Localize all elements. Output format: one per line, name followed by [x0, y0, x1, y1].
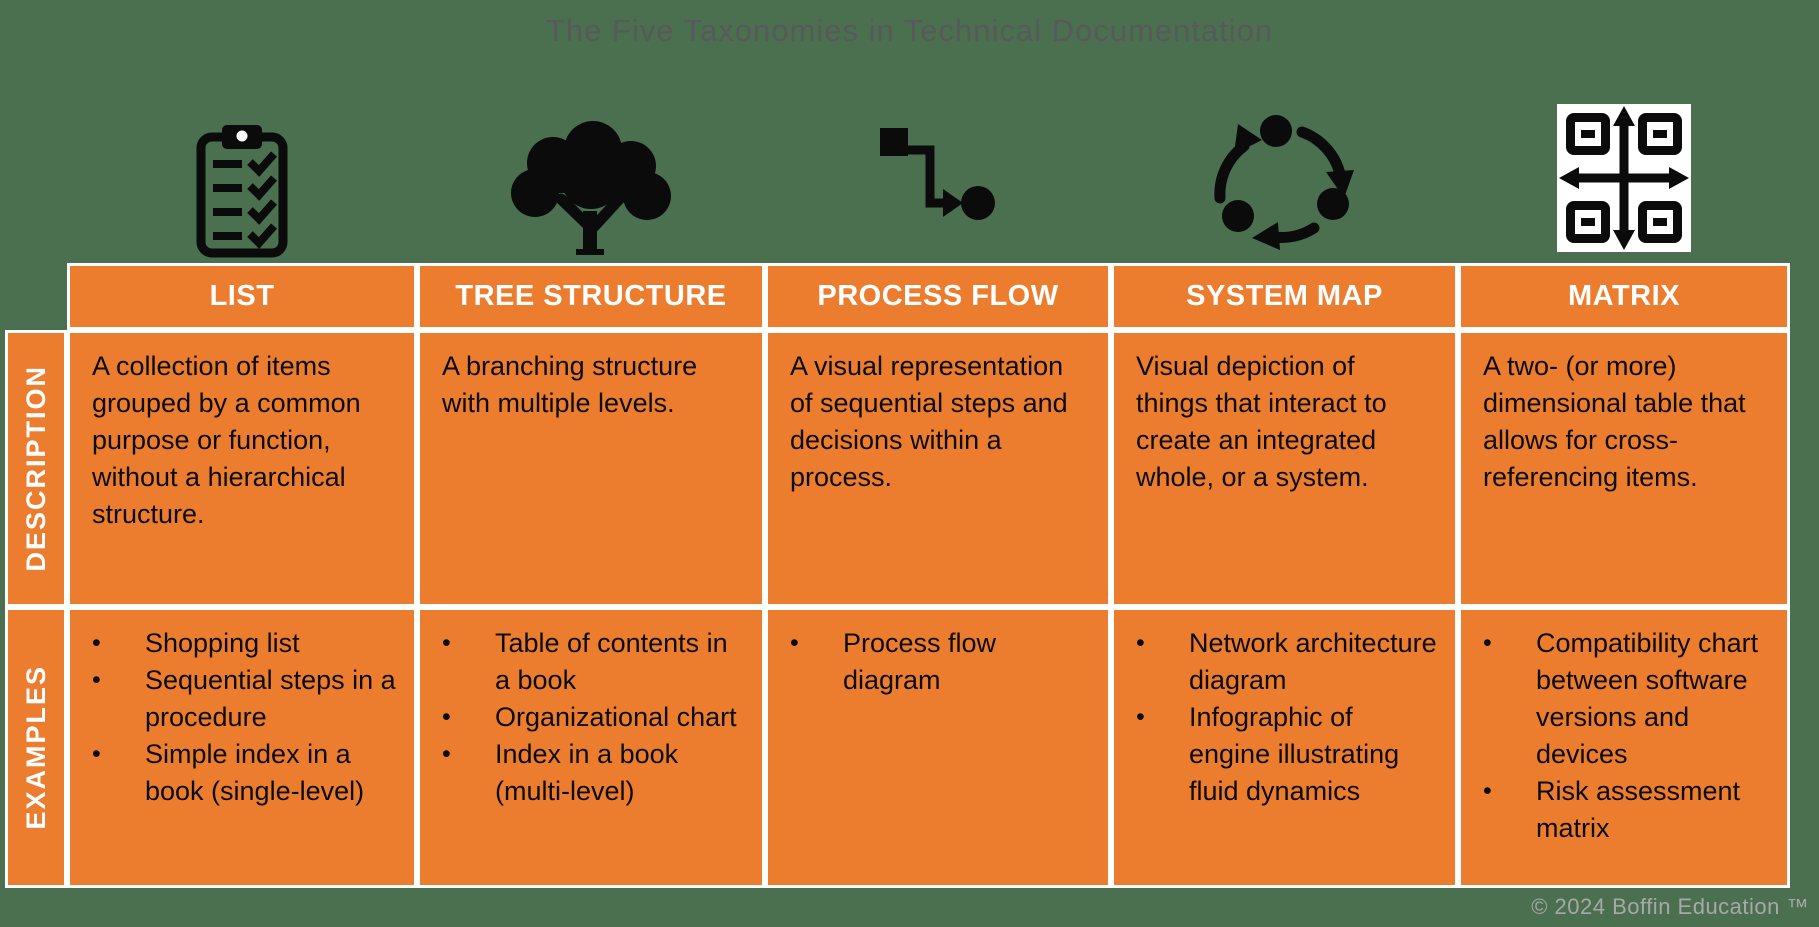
example-text: Shopping list — [145, 628, 300, 658]
column-header-system-map: SYSTEM MAP — [1111, 263, 1458, 330]
example-text: Process flow diagram — [843, 628, 997, 695]
process-flow-icon — [879, 126, 997, 226]
bullet-dot: • — [1483, 777, 1492, 805]
taxonomy-table: LIST TREE STRUCTURE PROCESS FLOW SYSTEM … — [5, 263, 1790, 888]
row-label-description-text: DESCRIPTION — [20, 365, 51, 572]
examples-cell-list: • Shopping list • Sequential steps in a pro… — [67, 607, 417, 888]
example-text: Compatibility chart between software ver… — [1536, 628, 1759, 769]
example-bullet-item: • Index in a book (multi-level) — [442, 736, 752, 810]
clipboard-checklist-icon — [196, 124, 288, 258]
example-text: Index in a book (multi-level) — [495, 739, 679, 806]
column-header-tree-structure: TREE STRUCTURE — [417, 263, 765, 330]
example-bullet-item: • Process flow diagram — [790, 625, 1098, 699]
bullet-dot: • — [92, 740, 101, 768]
description-cell-tree-structure: A branching structure with multiple leve… — [417, 330, 765, 607]
matrix-icon — [1557, 104, 1691, 252]
column-icons-row — [5, 95, 1790, 260]
example-bullet-item: • Table of contents in a book — [442, 625, 752, 699]
example-bullet-item: • Simple index in a book (single-level) — [92, 736, 404, 810]
bullet-dot: • — [442, 703, 451, 731]
example-bullet-item: • Network architecture diagram — [1136, 625, 1445, 699]
bullet-dot: • — [1136, 629, 1145, 657]
copyright-notice: © 2024 Boffin Education ™ — [1531, 894, 1809, 919]
column-header-process-flow: PROCESS FLOW — [765, 263, 1111, 330]
bullet-dot: • — [790, 629, 799, 657]
bullet-dot: • — [92, 629, 101, 657]
description-cell-process-flow: A visual representation of sequential st… — [765, 330, 1111, 607]
example-bullet-item: • Organizational chart — [442, 699, 752, 736]
row-label-description: DESCRIPTION — [5, 330, 67, 607]
example-text: Organizational chart — [495, 702, 737, 732]
bullet-dot: • — [1483, 629, 1492, 657]
example-bullet-item: • Compatibility chart between software ve… — [1483, 625, 1777, 773]
example-text: Simple index in a book (single-level) — [145, 739, 365, 806]
example-text: Table of contents in a book — [495, 628, 728, 695]
row-label-examples-text: EXAMPLES — [20, 665, 51, 830]
bullet-dot: • — [442, 740, 451, 768]
tree-icon — [501, 119, 681, 255]
bullet-dot: • — [442, 629, 451, 657]
example-text: Sequential steps in a procedure — [145, 665, 396, 732]
description-cell-matrix: A two- (or more) dimensional table that … — [1458, 330, 1790, 607]
example-bullet-item: • Shopping list — [92, 625, 404, 662]
examples-cell-tree-structure: • Table of contents in a book • Organizatio… — [417, 607, 765, 888]
examples-cell-matrix: • Compatibility chart between software ve… — [1458, 607, 1790, 888]
examples-cell-process-flow: • Process flow diagram — [765, 607, 1111, 888]
system-map-icon — [1202, 98, 1368, 254]
description-cell-list: A collection of items grouped by a commo… — [67, 330, 417, 607]
example-bullet-item: • Infographic of engine illustrating flui… — [1136, 699, 1445, 810]
description-cell-system-map: Visual depiction of things that interact… — [1111, 330, 1458, 607]
example-bullet-item: • Risk assessment matrix — [1483, 773, 1777, 847]
example-text: Infographic of engine illustrating fluid… — [1189, 702, 1400, 806]
bullet-dot: • — [1136, 703, 1145, 731]
example-bullet-item: • Sequential steps in a procedure — [92, 662, 404, 736]
header-row-spacer — [5, 263, 67, 330]
row-label-examples: EXAMPLES — [5, 607, 67, 888]
column-header-matrix: MATRIX — [1458, 263, 1790, 330]
example-text: Network architecture diagram — [1189, 628, 1437, 695]
example-text: Risk assessment matrix — [1536, 776, 1741, 843]
page-title: The Five Taxonomies in Technical Documen… — [545, 13, 1274, 48]
examples-cell-system-map: • Network architecture diagram • Infographi… — [1111, 607, 1458, 888]
bullet-dot: • — [92, 666, 101, 694]
column-header-list: LIST — [67, 263, 417, 330]
